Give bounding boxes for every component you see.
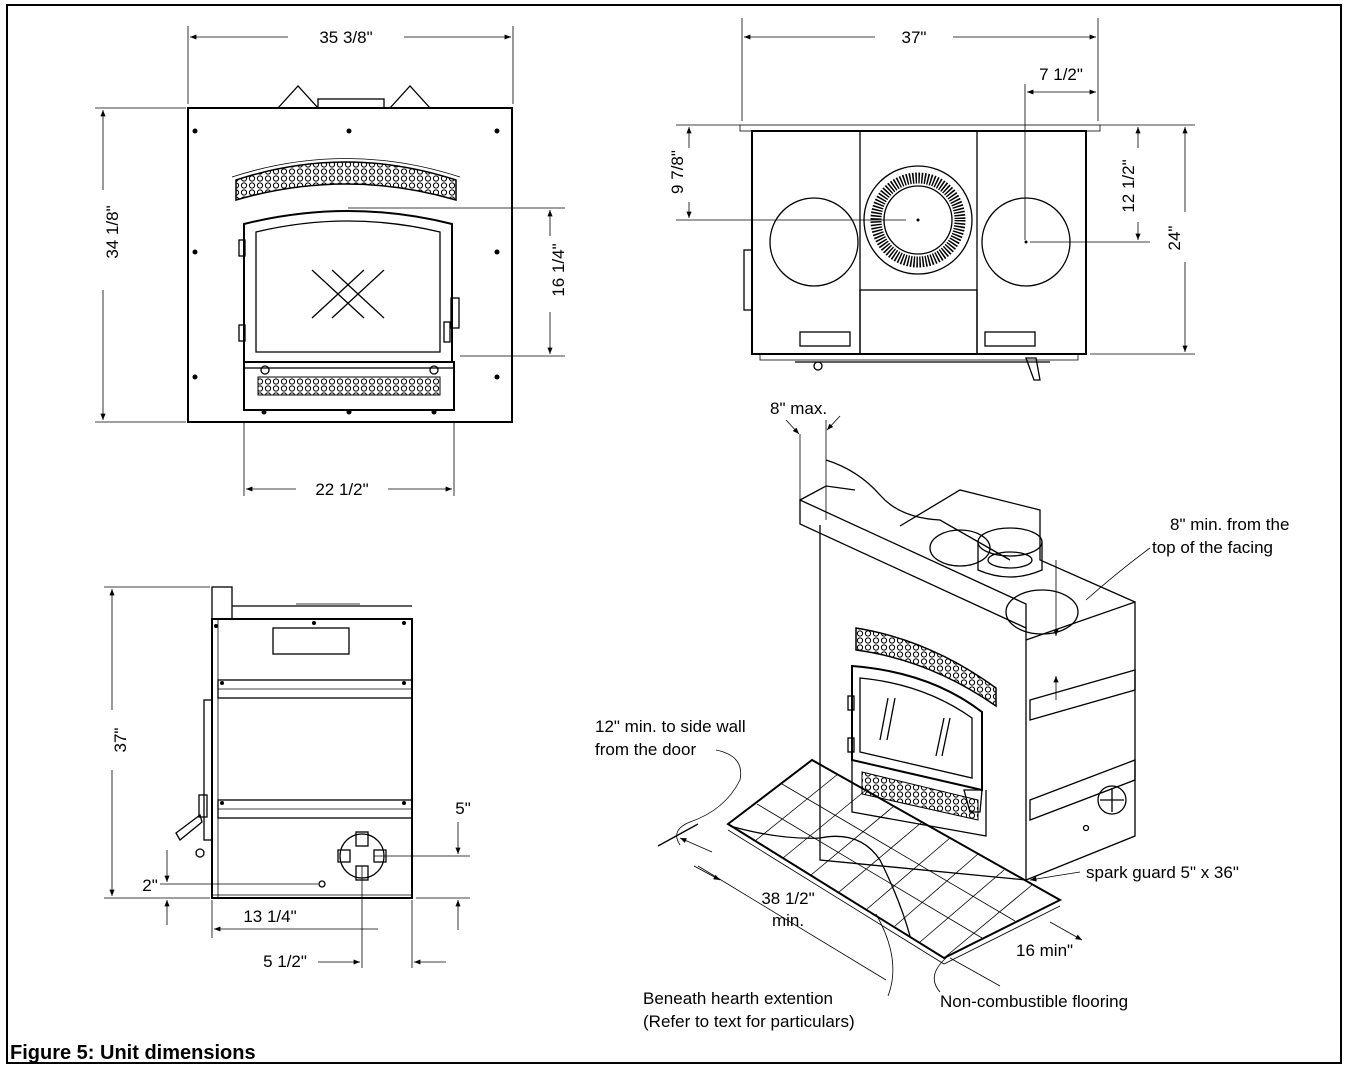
hearth-tile-grid	[754, 773, 1033, 959]
hearth-width-line2: min.	[772, 911, 804, 930]
front-overall-height: 34 1/8"	[103, 205, 122, 258]
top-collar-depth: 9 7/8"	[668, 150, 687, 194]
top-overall-depth: 24"	[1165, 226, 1184, 251]
side-wall-line2: from the door	[595, 740, 696, 759]
side-outlet-height: 5"	[455, 799, 471, 818]
side-outlet-offset: 5 1/2"	[263, 952, 307, 971]
top-overall-width: 37"	[902, 28, 927, 47]
front-base-width: 22 1/2"	[315, 480, 368, 499]
facing-note-line2: top of the facing	[1152, 538, 1273, 557]
side-wall-line1: 12" min. to side wall	[595, 717, 746, 736]
side-depth-to-outlet: 13 1/4"	[243, 907, 296, 926]
side-view: 37" 5" 2" 13 1/4" 5 1/2"	[104, 586, 471, 971]
front-overall-width: 35 3/8"	[319, 28, 372, 47]
side-overall-height: 37"	[111, 728, 130, 753]
flooring-note: Non-combustible flooring	[940, 992, 1128, 1011]
top-offset-right: 7 1/2"	[1039, 65, 1083, 84]
hearth-depth: 16 min"	[1016, 941, 1073, 960]
spark-guard: spark guard 5" x 36"	[1086, 863, 1239, 882]
hearth-note-line1: Beneath hearth extention	[643, 989, 833, 1008]
installation-view: 8" max. 8" min. from the top of the faci…	[595, 399, 1289, 1031]
front-door-height: 16 1/4"	[549, 243, 568, 296]
side-bottom-height: 2"	[142, 876, 158, 895]
mantel-max: 8" max.	[770, 399, 827, 418]
front-view: 35 3/8" 34 1/8" 16 1/4" 22 1/2"	[95, 26, 568, 499]
hearth-width-line1: 38 1/2"	[761, 889, 814, 908]
top-view: 37" 7 1/2" 9 7/8" 12 1/2" 24"	[668, 18, 1195, 381]
facing-note-line1: 8" min. from the	[1170, 515, 1289, 534]
top-side-collar-depth: 12 1/2"	[1119, 159, 1138, 212]
hearth-note-line2: (Refer to text for particulars)	[643, 1012, 855, 1031]
figure-caption: Figure 5: Unit dimensions	[10, 1042, 256, 1064]
figure-frame	[6, 4, 1342, 1064]
glass-x-mark	[311, 269, 385, 319]
